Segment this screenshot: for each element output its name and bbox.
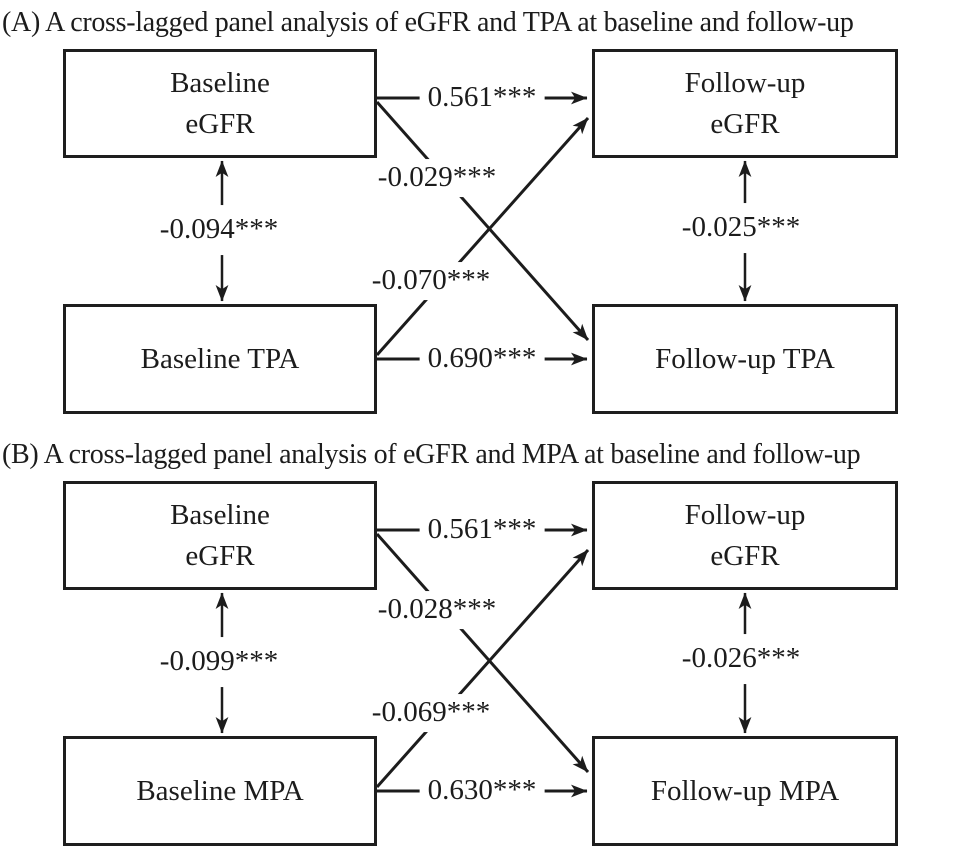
baseline-egfr-label-line1: Baseline [170, 67, 270, 100]
cross-lagged-arrow-egfr-to-mpa [375, 533, 590, 773]
followup-egfr-label-line1: Follow-up [684, 499, 806, 532]
baseline-egfr-label-line1: Baseline [170, 499, 270, 532]
panel-b-diagram: Baseline eGFR Follow-up eGFR Baseline MP… [0, 476, 969, 853]
panel-b: (B) A cross-lagged panel analysis of eGF… [0, 428, 969, 853]
coef-followup-correlation: -0.025*** [673, 203, 809, 253]
coef-cross-egfr-to-mpa: -0.028*** [369, 591, 505, 629]
followup-mpa-label: Follow-up MPA [650, 774, 840, 807]
baseline-egfr-label-line2: eGFR [185, 107, 255, 140]
panel-a-diagram: Baseline eGFR Follow-up eGFR Baseline TP… [0, 44, 969, 428]
followup-egfr-label-line2: eGFR [710, 107, 780, 140]
coef-cross-mpa-to-egfr: -0.069*** [363, 694, 499, 732]
coef-baseline-correlation: -0.099*** [151, 637, 287, 687]
coef-tpa-autoregressive: 0.690*** [419, 340, 545, 378]
panel-a-title: (A) A cross-lagged panel analysis of eGF… [2, 7, 854, 38]
baseline-tpa-box: Baseline TPA [63, 304, 377, 414]
followup-egfr-box: Follow-up eGFR [592, 481, 898, 590]
followup-tpa-label: Follow-up TPA [655, 342, 835, 375]
cross-lagged-arrow-mpa-to-egfr [375, 549, 590, 788]
followup-egfr-box: Follow-up eGFR [592, 49, 898, 158]
coef-followup-correlation: -0.026*** [673, 634, 809, 684]
cross-lagged-arrow-tpa-to-egfr [375, 117, 590, 356]
baseline-mpa-label: Baseline MPA [136, 774, 304, 807]
baseline-tpa-label: Baseline TPA [140, 342, 300, 375]
coef-baseline-correlation: -0.094*** [151, 205, 287, 255]
baseline-mpa-box: Baseline MPA [63, 736, 377, 846]
coef-mpa-autoregressive: 0.630*** [419, 772, 545, 810]
panel-b-title: (B) A cross-lagged panel analysis of eGF… [2, 439, 861, 470]
coef-cross-tpa-to-egfr: -0.070*** [363, 262, 499, 300]
panel-a: (A) A cross-lagged panel analysis of eGF… [0, 7, 969, 428]
followup-tpa-box: Follow-up TPA [592, 304, 898, 414]
coef-cross-egfr-to-tpa: -0.029*** [369, 159, 505, 197]
followup-mpa-box: Follow-up MPA [592, 736, 898, 846]
baseline-egfr-box: Baseline eGFR [63, 481, 377, 590]
baseline-egfr-label-line2: eGFR [185, 539, 255, 572]
baseline-egfr-box: Baseline eGFR [63, 49, 377, 158]
cross-lagged-arrow-egfr-to-tpa [375, 101, 590, 341]
coef-egfr-autoregressive: 0.561*** [419, 79, 545, 117]
coef-egfr-autoregressive: 0.561*** [419, 511, 545, 549]
followup-egfr-label-line2: eGFR [710, 539, 780, 572]
followup-egfr-label-line1: Follow-up [684, 67, 806, 100]
